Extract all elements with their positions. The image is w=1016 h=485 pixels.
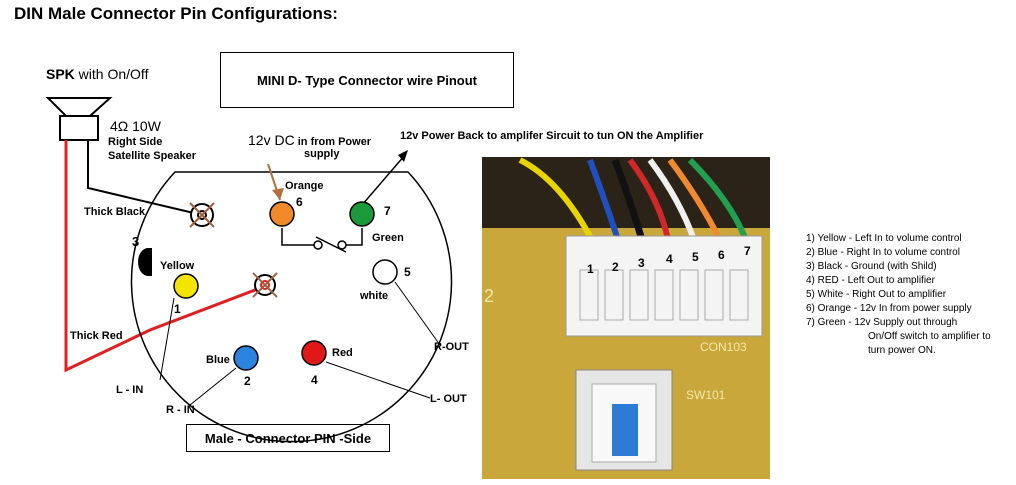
legend-6: 6) Orange - 12v In from power supply [806,303,972,314]
orange-num: 6 [296,195,303,209]
red-label: Red [332,347,353,359]
photo-pin-7: 7 [744,244,751,258]
sw-label: SW101 [686,388,726,402]
legend-4: 4) RED - Left Out to amplifier [806,275,935,286]
thick-red-label: Thick Red [70,330,123,342]
connector-photo [482,157,799,479]
legend-9: turn power ON. [868,345,936,356]
yellow-num: 1 [174,302,181,316]
orange-label: Orange [285,180,324,192]
speaker-desc-1: Right Side [108,136,163,148]
thick-red-wire [64,140,269,373]
white-num: 5 [404,265,411,279]
power-in-label: 12v DC in from Power [248,132,372,148]
blue-label: Blue [206,354,230,366]
green-label: Green [372,232,404,244]
yellow-label: Yellow [160,260,195,272]
photo-pin-4: 4 [666,252,673,266]
key-notch [138,248,152,276]
pin-green [349,201,375,227]
r-out-label: R-OUT [434,341,469,353]
speaker-label: SPK with On/Off [46,66,149,82]
pinout-box-label: MINI D- Type Connector wire Pinout [220,52,514,108]
photo-pin-5: 5 [692,250,699,264]
pin3-num: 3 [132,234,140,249]
switch-line [281,228,314,246]
thick-black-wire [87,140,199,215]
photo-pin-2: 2 [612,260,619,274]
blue-num: 2 [244,374,251,388]
pin-blue [233,345,259,371]
red-num: 4 [311,373,318,387]
photo-pin-3: 3 [638,256,645,270]
speaker-desc-2: Satellite Speaker [108,150,197,162]
pin-orange [269,201,295,227]
power-out-label: 12v Power Back to amplifer Sircuit to tu… [400,130,704,142]
pin-white [372,259,398,285]
r-in-label: R - IN [166,404,195,416]
board-mark: 2 [484,286,495,306]
page-title: DIN Male Connector Pin Configurations: [14,4,338,23]
legend-2: 2) Blue - Right In to volume control [806,247,960,258]
white-label: white [360,290,389,302]
photo-pin-6: 6 [718,248,725,262]
legend-7: 7) Green - 12v Supply out through [806,317,958,328]
l-out-label: L- OUT [430,393,467,405]
con-label: CON103 [700,340,747,354]
pin-red [301,340,327,366]
thick-black-label: Thick Black [84,206,146,218]
speaker-rating: 4Ω 10W [110,118,161,134]
legend-3: 3) Black - Ground (with Shild) [806,261,937,272]
pin-yellow [173,273,199,299]
connector-outline [130,171,453,443]
legend-1: 1) Yellow - Left In to volume control [806,233,962,244]
power-in-label-2: supply [304,148,340,160]
legend-8: On/Off switch to amplifier to [868,331,991,342]
speaker-icon [45,97,113,141]
pin-side-label: Male - Connector PIN -Side [186,424,390,452]
l-in-label: L - IN [116,384,144,396]
legend-5: 5) White - Right Out to amplifier [806,289,947,300]
photo-pin-1: 1 [587,262,594,276]
green-num: 7 [384,204,391,218]
